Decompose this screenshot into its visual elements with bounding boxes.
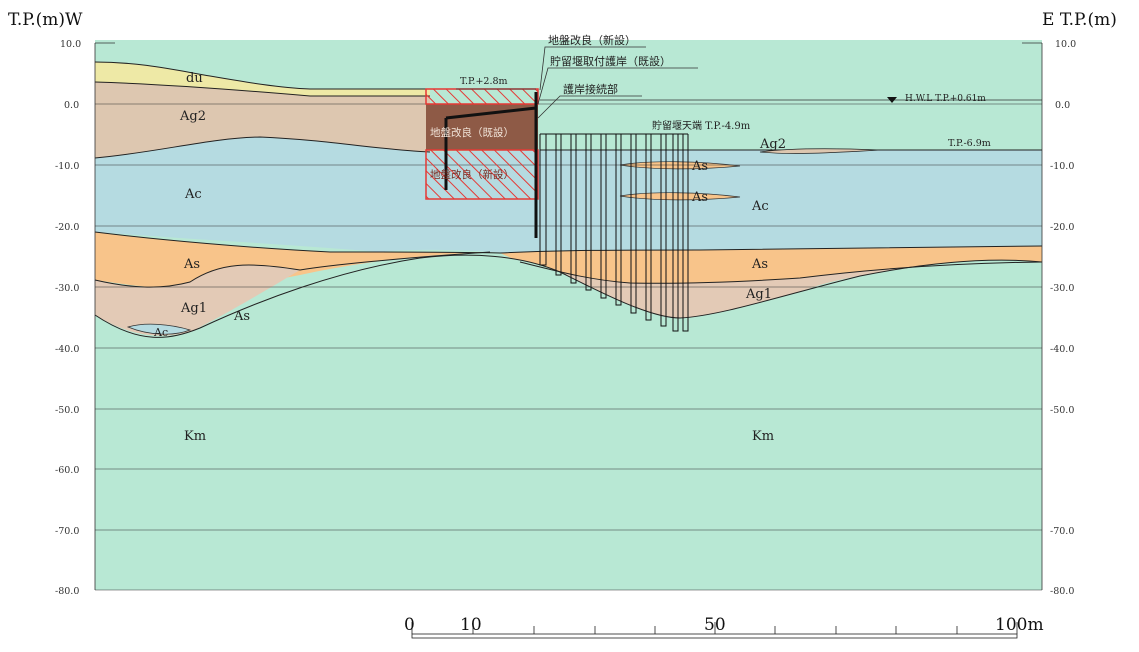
scale-bar: 0 10 50 100m [404,615,1044,639]
layer-label-as-lens-2: As [691,190,708,205]
layer-label-as: As [183,257,200,272]
annotation-hwl: H.W.L T.P.+0.61m [905,94,986,104]
right-tick: -20.0 [1050,222,1074,233]
annotation-revetment: 貯留堰取付護岸（既設） [550,54,671,68]
left-tick-labels: 10.0 0.0 -10.0 -20.0 -30.0 -40.0 -50.0 -… [55,39,81,597]
left-tick: -80.0 [55,586,79,597]
layer-label-ac-small: Ac [153,326,168,339]
as-lens-2 [619,192,741,201]
right-tick: -40.0 [1050,344,1074,355]
hwl-triangle-icon [887,97,897,103]
layer-label-ag1: Ag1 [180,301,207,316]
ac-layer [95,137,1042,255]
layer-label-ag2-right: Ag2 [759,137,786,152]
revetment-structure [444,92,538,238]
annotation-junction: 護岸接続部 [563,82,618,96]
layer-label-km-right: Km [752,429,774,444]
elevation-gridlines [95,103,1042,591]
right-tick: 10.0 [1055,39,1076,50]
left-axis-title: T.P.(m)W [8,10,83,30]
right-tick: -70.0 [1050,526,1074,537]
layer-labels: du Ag2 Ag2 Ac Ac Ac As As As As As Ag1 A… [153,71,786,444]
km-boundary [95,255,1042,590]
right-tick: -10.0 [1050,161,1074,172]
scale-label: 50 [704,615,726,635]
layer-label-ag2: Ag2 [179,109,206,124]
left-tick: -60.0 [55,465,79,476]
left-tick: -70.0 [55,526,79,537]
ac-small-left [126,323,192,335]
layer-label-km: Km [184,429,206,444]
layer-label-as-lens-1: As [691,159,708,174]
as-layer-left [95,232,490,289]
vertical-axes [94,42,1043,590]
right-tick: -50.0 [1050,405,1074,416]
annotation-ground-new: 地盤改良（新設） [548,33,636,47]
left-tick: -30.0 [55,283,79,294]
layer-label-ac: Ac [184,187,202,202]
left-tick: -40.0 [55,344,79,355]
ag2-layer [95,82,430,158]
left-tick: 10.0 [60,39,81,50]
ag2-sliver-right [759,148,881,154]
ag1-layer-left [95,265,300,336]
new-improvement-zone-top [425,88,539,105]
leader-lines [456,46,698,119]
scale-label: 0 [404,615,415,635]
right-axis-title: E T.P.(m) [1042,10,1117,30]
layer-label-ac-right: Ac [751,199,769,214]
right-tick: -80.0 [1050,586,1074,597]
annotation-new-box: 地盤改良（新設） [430,168,514,181]
annotation-weir-top: 貯留堰天端 T.P.-4.9m [652,119,751,132]
right-tick-labels: 10.0 0.0 -10.0 -20.0 -30.0 -40.0 -50.0 -… [1050,39,1076,597]
weir-piles [539,133,689,332]
layer-label-as-small: As [233,309,250,324]
layer-label-ag1-right: Ag1 [745,287,772,302]
scale-label: 100m [995,615,1044,635]
annotation-tp-69: T.P.-6.9m [948,138,991,149]
strata [95,40,1042,590]
right-tick: 0.0 [1055,100,1070,111]
annotation-existing-box: 地盤改良（既設） [430,126,514,139]
left-tick: -50.0 [55,405,79,416]
layer-label-du: du [186,71,203,86]
annotations: 地盤改良（新設） 貯留堰取付護岸（既設） 護岸接続部 T.P.+2.8m H.W… [430,33,991,181]
left-tick: 0.0 [64,100,79,111]
left-tick: -20.0 [55,222,79,233]
annotation-tp-28: T.P.+2.8m [460,76,508,87]
scale-label: 10 [460,615,482,635]
left-tick: -10.0 [55,161,79,172]
right-tick: -30.0 [1050,283,1074,294]
layer-label-as-right: As [751,257,768,272]
